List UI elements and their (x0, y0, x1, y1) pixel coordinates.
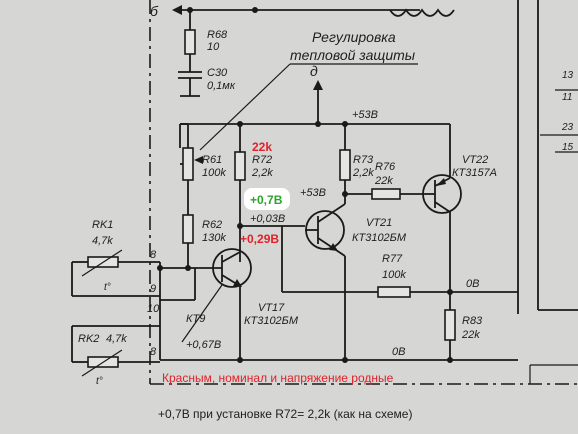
value-r73: 2,2k (352, 167, 374, 179)
label-r76: R76 (375, 161, 396, 173)
resistor-r83 (444, 309, 456, 341)
value-c30: 0,1мк (207, 80, 236, 92)
edge-fragment: 13 (562, 70, 574, 81)
label-53v-small: +53В (300, 187, 326, 199)
resistor-r62 (182, 214, 194, 244)
label-c30: C30 (207, 67, 228, 79)
node-label-d: д (310, 63, 318, 79)
value-r61: 100k (202, 167, 226, 179)
caption: +0,7В при установке R72= 2,2k (как на сх… (158, 407, 412, 421)
value-r83: 22k (461, 329, 480, 341)
voltage-003: +0,03В (250, 213, 285, 225)
value-vt21: КТ3102БМ (352, 232, 407, 244)
label-r83: R83 (462, 315, 483, 327)
pin-label: 9 (150, 283, 156, 295)
value-vt22: КТ3157А (452, 167, 497, 179)
junction-dot (342, 357, 348, 363)
node-label-b: б (150, 3, 159, 19)
junction-dot (185, 265, 191, 271)
value-r72: 2,2k (251, 167, 273, 179)
label-rk1: RK1 (92, 219, 113, 231)
title-line-2: тепловой защиты (290, 47, 416, 63)
thermistor-slash (81, 249, 123, 277)
value-rk1: 4,7k (92, 235, 113, 247)
transistor-vt22 (422, 174, 462, 214)
value-rk2: 4,7k (106, 333, 127, 345)
vt17-collector (221, 251, 241, 263)
arrow-d-icon (313, 80, 323, 90)
value-vt17: КТ3102БМ (244, 315, 299, 327)
label-vt17: VT17 (258, 302, 285, 314)
junction-dot (237, 357, 243, 363)
edge-fragment: 23 (561, 122, 574, 133)
voltage-067: +0,67В (186, 339, 221, 351)
label-r72: R72 (252, 154, 272, 166)
label-r77: R77 (382, 253, 403, 265)
label-vt21: VT21 (366, 217, 392, 229)
emitter-arrow-icon (329, 243, 338, 251)
pin-label: 8 (150, 249, 157, 261)
resistor-r68 (184, 29, 196, 55)
r72-original-value: 22k (252, 140, 272, 154)
leader-line (199, 63, 291, 151)
label-vt22: VT22 (462, 154, 488, 166)
junction-dot (315, 121, 321, 127)
label-r73: R73 (353, 154, 374, 166)
resistor-r73 (339, 149, 351, 181)
leader-067 (181, 284, 223, 343)
edge-fragment: 15 (562, 142, 574, 153)
green-badge-text: +0,7В (250, 193, 283, 207)
vt21-collector (317, 209, 337, 223)
green-badge (244, 188, 290, 210)
potentiometer-r61 (182, 147, 194, 181)
temp-symbol-rk2: t° (96, 376, 103, 387)
pin-label: 10 (147, 303, 160, 315)
value-r77: 100k (382, 269, 406, 281)
emitter-arrow-icon (233, 279, 242, 287)
resistor-r76 (371, 188, 401, 200)
arrow-b-icon (172, 5, 182, 15)
resistor-r77 (377, 286, 411, 298)
edge-fragment: 11 (562, 92, 572, 103)
label-0v-right: 0В (466, 278, 479, 290)
wire (335, 249, 346, 257)
pin-label: 8 (150, 346, 157, 358)
label-r61: R61 (202, 154, 222, 166)
wire (335, 203, 346, 211)
label-53v-rail: +53В (352, 109, 378, 121)
label-rk2: RK2 (78, 333, 99, 345)
junction-dot (252, 7, 258, 13)
label-0v-bottom: 0В (392, 346, 405, 358)
title-line-1: Регулировка (312, 29, 396, 45)
emitter-arrow-icon (436, 178, 446, 186)
resistor-r72 (234, 151, 246, 181)
vt22-collector (434, 201, 451, 213)
voltage-029-red: +0,29В (240, 232, 279, 246)
value-r62: 130k (202, 232, 226, 244)
inductor-coil (389, 8, 455, 17)
label-r68: R68 (207, 29, 228, 41)
value-r68: 10 (207, 41, 220, 53)
pot-wiper-icon (194, 156, 203, 164)
junction-dot (447, 357, 453, 363)
value-r76: 22k (374, 175, 393, 187)
thermistor-slash (81, 349, 123, 377)
red-note: Красным, номинал и напряжение родные (162, 371, 394, 385)
label-r62: R62 (202, 219, 222, 231)
temp-symbol-rk1: t° (104, 282, 111, 293)
